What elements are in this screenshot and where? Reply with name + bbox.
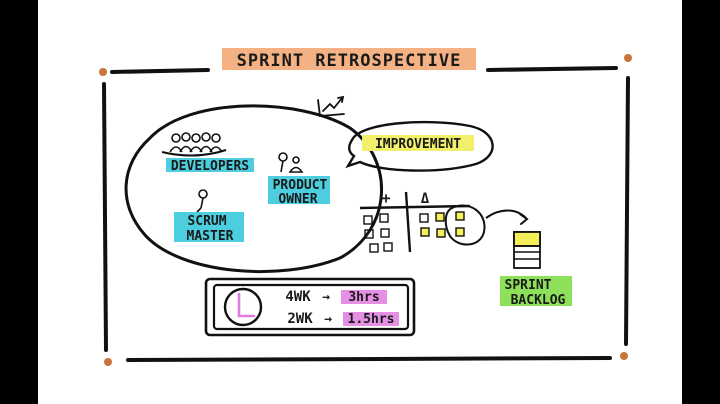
frame-left-line (102, 82, 108, 352)
corner-dot-bottom-right (620, 352, 628, 360)
timebox-panel: 4WK → 3hrs 2WK → 1.5hrs (204, 277, 416, 337)
sprint-backlog-highlight (500, 276, 572, 306)
board-vertical-line (404, 191, 412, 253)
improvement-bubble (345, 120, 494, 172)
frame-bottom-line (126, 356, 612, 362)
selected-items-loop (444, 204, 486, 246)
scrum-master-label-line2: MASTER (187, 229, 234, 244)
frame-top-right-line (486, 66, 618, 72)
scrum-master-icon (196, 189, 208, 213)
corner-dot-top-left (99, 68, 107, 76)
timebox-row1-duration: 4WK (285, 289, 311, 305)
corner-dot-top-right (624, 54, 632, 62)
corner-dot-bottom-left (104, 358, 112, 366)
improvement-highlight (362, 135, 474, 151)
scrum-master-label-line1: SCRUM (187, 214, 226, 229)
scrum-master-highlight (174, 212, 244, 242)
product-owner-icon (278, 152, 304, 173)
product-owner-highlight (268, 176, 330, 204)
developers-label: DEVELOPERS (171, 159, 249, 174)
developers-group-icon (161, 132, 227, 157)
product-owner-label-line2: OWNER (278, 192, 317, 207)
timebox-inner-box (212, 283, 410, 331)
timebox-row1-arrow-icon: → (322, 290, 330, 305)
timebox-row1-highlight (341, 290, 387, 304)
clock-icon (223, 287, 263, 327)
timebox-row1-length: 3hrs (348, 290, 379, 305)
timebox-row2-length: 1.5hrs (348, 312, 395, 327)
title-highlight (222, 48, 476, 70)
sprint-backlog-label-line2: BACKLOG (511, 293, 566, 308)
sprint-backlog-label-line1: SPRINT (505, 278, 552, 293)
product-owner-label-line1: PRODUCT (273, 178, 328, 193)
timebox-row2-arrow-icon: → (324, 312, 332, 327)
frame-right-line (624, 76, 630, 346)
trend-chart-icon (317, 95, 345, 117)
timebox-row2-duration: 2WK (287, 311, 313, 327)
diagram-title: SPRINT RETROSPECTIVE (237, 51, 462, 71)
timebox-row2-highlight (343, 312, 399, 326)
plus-column-header: + (381, 189, 390, 207)
delta-column-header: Δ (421, 191, 430, 207)
improvement-label: IMPROVEMENT (375, 137, 461, 152)
developers-highlight (166, 158, 254, 172)
sprint-backlog-stack-icon (513, 231, 541, 269)
retro-board: + Δ (359, 189, 529, 253)
frame-top-left-line (110, 68, 210, 74)
timebox-outer-box (204, 277, 416, 337)
team-circle (124, 104, 383, 274)
board-horizontal-line (359, 204, 471, 210)
